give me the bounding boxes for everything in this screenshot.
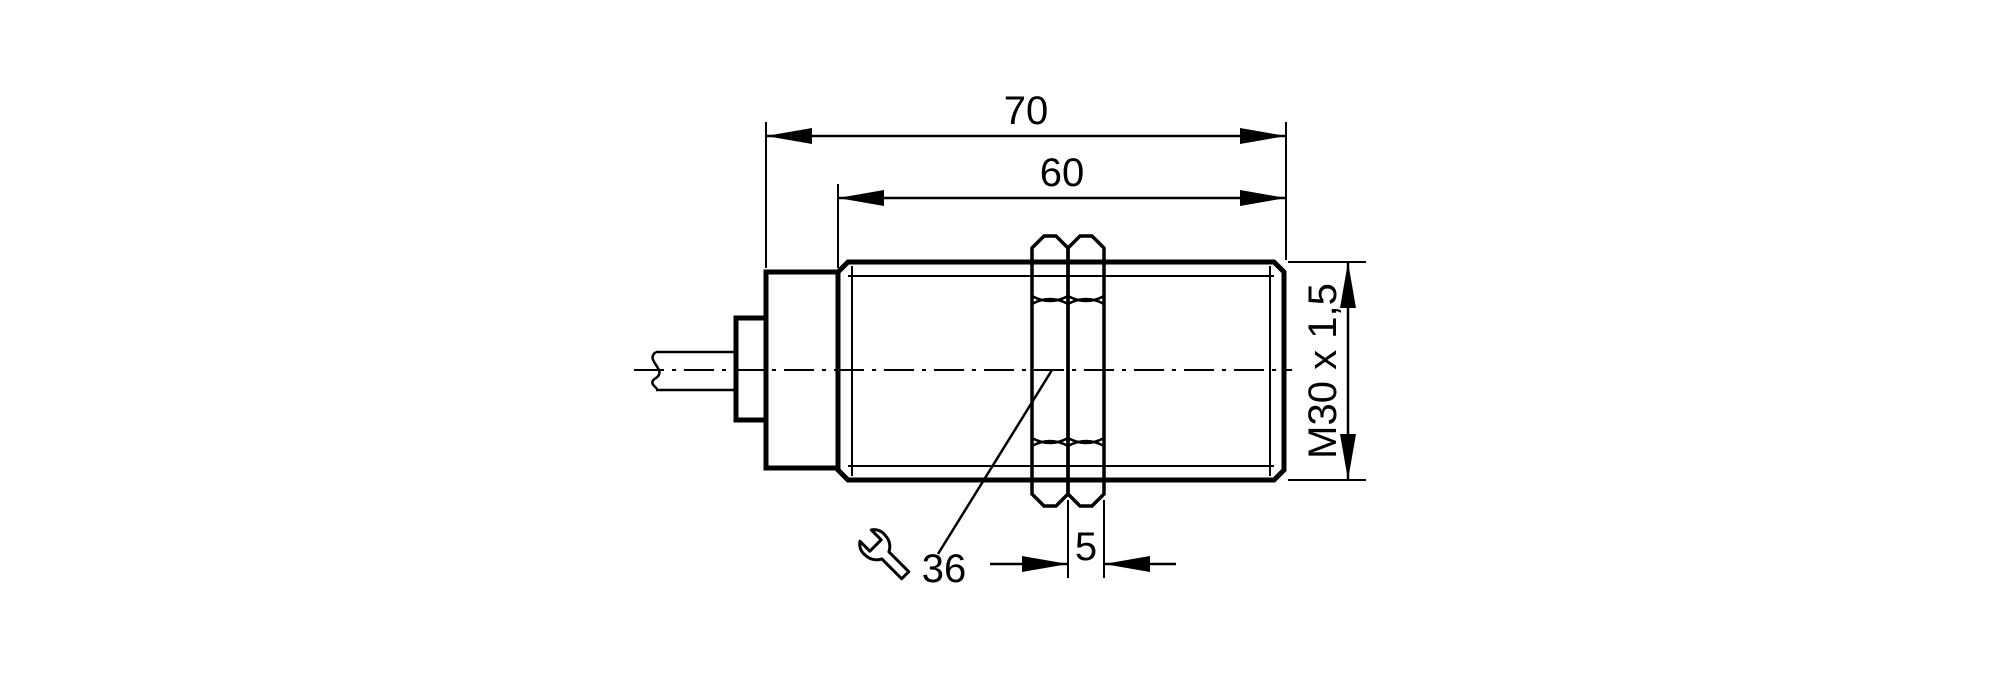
dimension-nut-thickness: 5 (990, 500, 1176, 578)
wrench-icon (858, 528, 911, 581)
dimension-label-overall-length: 70 (1004, 89, 1049, 133)
lock-nuts (1030, 234, 1106, 508)
dimension-label-nut-thickness: 5 (1075, 525, 1097, 569)
cable (651, 350, 736, 392)
threaded-barrel (835, 259, 1287, 483)
dimension-thread-spec: M30 x 1,5 (1288, 261, 1366, 481)
dimension-overall-length: 70 (765, 89, 1287, 268)
dimension-wrench-size: 36 (858, 369, 1054, 591)
dimension-label-thread-length: 60 (1040, 151, 1085, 195)
dimension-thread-length: 60 (837, 151, 1286, 268)
dimension-label-thread-spec: M30 x 1,5 (1301, 283, 1345, 459)
lock-nut-right (1066, 234, 1106, 508)
dimension-label-wrench-size: 36 (922, 547, 967, 591)
